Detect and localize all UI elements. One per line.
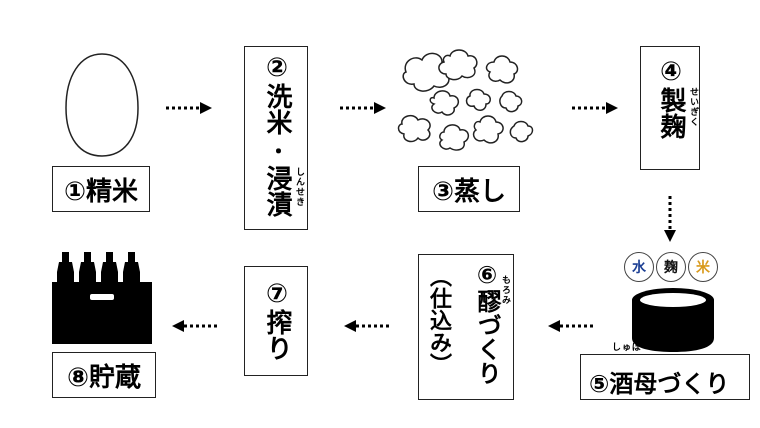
step-2-line2: 浸漬 bbox=[262, 165, 292, 217]
step-5-box: ⑤酒母づくり bbox=[580, 354, 750, 400]
step-2-number: ② bbox=[265, 53, 288, 83]
arrow-left-icon bbox=[172, 320, 218, 332]
koji-label: 麹 bbox=[664, 260, 678, 276]
arrow-left-icon bbox=[548, 320, 594, 332]
step-6-box: ⑥ 醪づくり もろみ （仕込み） bbox=[418, 254, 514, 400]
water-circle: 水 bbox=[624, 252, 654, 282]
koji-circle: 麹 bbox=[656, 252, 686, 282]
step-1-label: ①精米 bbox=[63, 176, 138, 207]
arrow-icon bbox=[572, 102, 618, 114]
step-6-ruby: もろみ bbox=[500, 275, 510, 305]
bottle-crate-icon bbox=[52, 252, 152, 344]
step-2-dot: ・ bbox=[265, 141, 289, 161]
arrow-icon bbox=[166, 102, 212, 114]
step-4-box: ④ 製麹 せいぎく bbox=[640, 46, 700, 170]
step-2-ruby: しんせき bbox=[294, 167, 304, 207]
step-7-text: 搾り bbox=[262, 309, 292, 361]
step-4-ruby: せいぎく bbox=[688, 87, 698, 127]
rice-circle: 米 bbox=[688, 252, 718, 282]
arrow-left-icon bbox=[344, 320, 390, 332]
ingredients: 水 麹 米 bbox=[624, 252, 718, 282]
step-1-box: ①精米 bbox=[52, 166, 150, 212]
arrow-down-icon bbox=[664, 196, 676, 242]
step-2-box: ② 洗米 ・ 浸漬 しんせき bbox=[244, 46, 308, 230]
step-8-box: ⑧貯蔵 bbox=[52, 352, 156, 398]
step-6-number: ⑥ bbox=[476, 261, 498, 289]
step-7-box: ⑦ 搾り bbox=[244, 266, 308, 376]
step-5-ruby: しゅぼ bbox=[612, 343, 643, 353]
steam-icon bbox=[397, 49, 534, 151]
step-4-text: 製麹 bbox=[656, 87, 686, 139]
arrow-icon bbox=[340, 102, 386, 114]
step-3-label: ③蒸し bbox=[431, 176, 506, 207]
tank-icon bbox=[632, 288, 714, 352]
step-8-label: ⑧貯蔵 bbox=[66, 362, 141, 393]
step-7-number: ⑦ bbox=[265, 279, 288, 309]
step-5-label: ⑤酒母づくり bbox=[589, 370, 730, 398]
rice-grain-icon bbox=[65, 53, 139, 157]
rice-label: 米 bbox=[696, 260, 710, 276]
step-6-text: 醪づくり bbox=[473, 289, 501, 385]
step-3-box: ③蒸し bbox=[418, 166, 520, 212]
step-6-sub: （仕込み） bbox=[426, 265, 451, 375]
step-4-number: ④ bbox=[659, 57, 682, 87]
step-2-line1: 洗米 bbox=[262, 83, 292, 135]
water-label: 水 bbox=[632, 260, 646, 276]
